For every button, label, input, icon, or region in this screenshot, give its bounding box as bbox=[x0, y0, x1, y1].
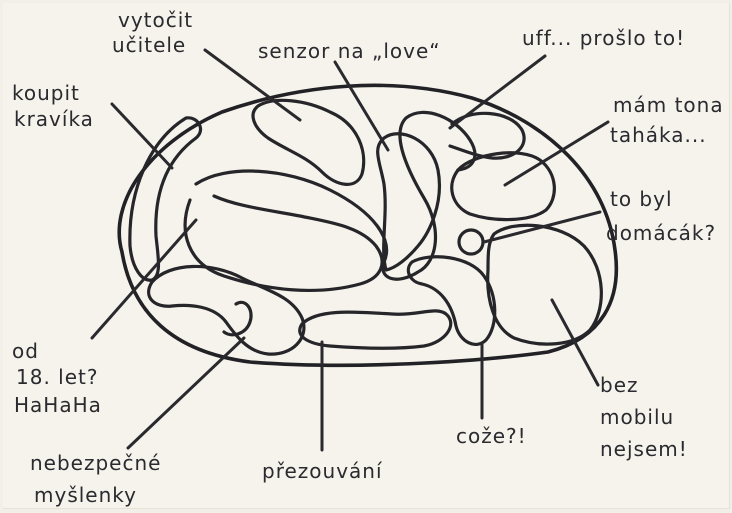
brain-fold-lower-left bbox=[149, 266, 304, 354]
label-line: cože?! bbox=[456, 424, 527, 448]
label-line: kravíka bbox=[14, 107, 94, 131]
label-line: mám tona bbox=[613, 93, 724, 117]
pointer-senzor bbox=[335, 62, 388, 150]
brain-fold-right-big bbox=[488, 225, 602, 344]
label-line: myšlenky bbox=[34, 483, 137, 507]
pointer-uff bbox=[450, 56, 545, 128]
label-line: uff... prošlo to! bbox=[522, 26, 685, 50]
label-line: mobilu bbox=[600, 405, 674, 429]
label-line: taháka... bbox=[610, 123, 707, 147]
brain-fold-bottom-hook bbox=[224, 302, 251, 334]
pointer-tobyl bbox=[484, 212, 600, 242]
brain-fold-center-large bbox=[196, 112, 475, 279]
label-mam-tona-tahaka: mám tona taháka... bbox=[610, 93, 724, 147]
label-bez-mobilu-nejsem: bez mobilu nejsem! bbox=[600, 373, 688, 461]
label-line: to byl bbox=[610, 187, 673, 211]
label-nebezpecne-myslenky: nebezpečné myšlenky bbox=[30, 451, 161, 507]
label-line: HaHaHa bbox=[14, 393, 102, 417]
brain-small-circle bbox=[459, 230, 483, 254]
pointer-od18 bbox=[92, 220, 196, 338]
label-line: vytočit bbox=[118, 8, 193, 32]
label-line: domácák? bbox=[606, 221, 716, 245]
label-vytocit-ucitele: vytočit učitele bbox=[112, 8, 193, 57]
label-line: nejsem! bbox=[600, 437, 688, 461]
label-line: učitele bbox=[112, 33, 186, 57]
label-koupit-kravika: koupit kravíka bbox=[12, 81, 94, 131]
label-line: bez bbox=[600, 373, 639, 397]
label-line: od bbox=[12, 339, 39, 363]
label-coze: cože?! bbox=[456, 424, 527, 448]
label-line: 18. let? bbox=[16, 365, 98, 389]
label-line: koupit bbox=[12, 81, 80, 105]
label-od-18-let: od 18. let? HaHaHa bbox=[12, 339, 102, 417]
label-line: přezouvání bbox=[262, 459, 383, 483]
label-to-byl-domacak: to byl domácák? bbox=[606, 187, 716, 245]
label-line: senzor na „love“ bbox=[258, 39, 441, 63]
label-line: nebezpečné bbox=[30, 451, 161, 475]
label-prezouvani: přezouvání bbox=[262, 459, 383, 483]
brain-fold-mid-loop bbox=[185, 196, 382, 290]
label-uff: uff... prošlo to! bbox=[522, 26, 685, 50]
label-senzor: senzor na „love“ bbox=[258, 39, 441, 63]
pointer-nebezpecne bbox=[128, 338, 244, 448]
